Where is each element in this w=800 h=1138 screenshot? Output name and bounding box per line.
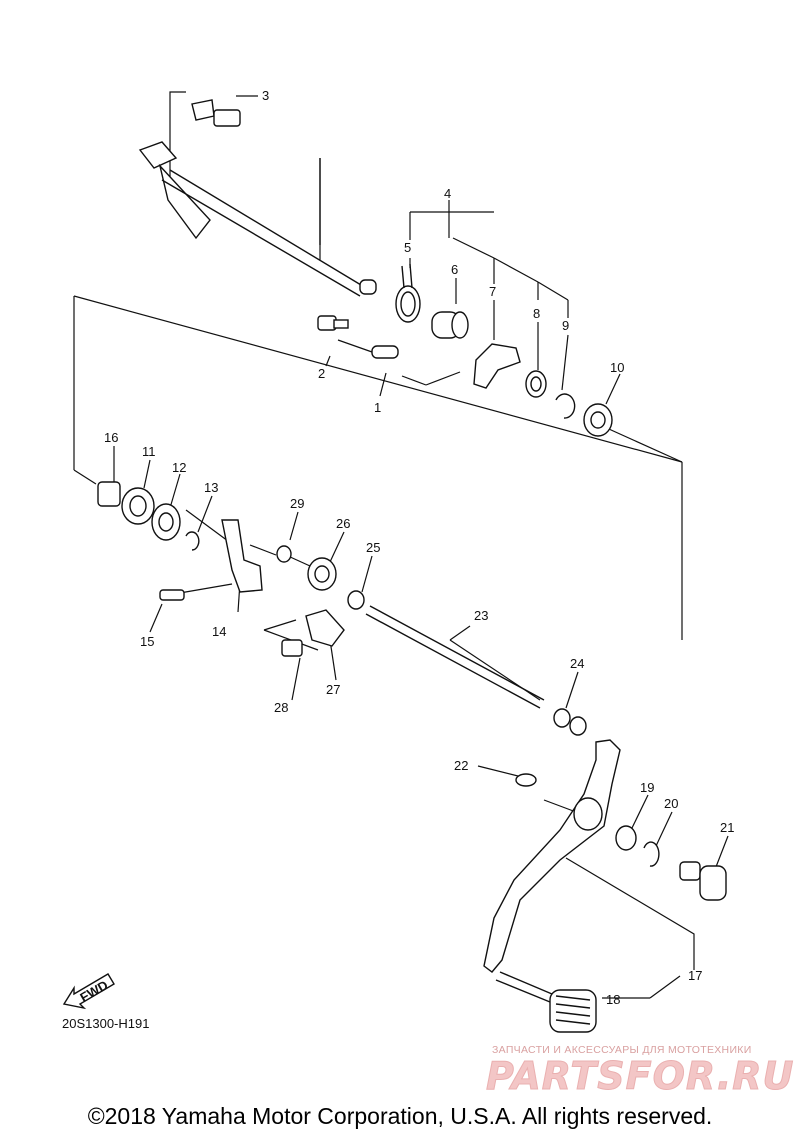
part-label-18: 18 bbox=[606, 992, 620, 1007]
part-label-17: 17 bbox=[688, 968, 702, 983]
part-label-25: 25 bbox=[366, 540, 380, 555]
part-label-16: 16 bbox=[104, 430, 118, 445]
part-shapes bbox=[97, 99, 727, 1033]
part-label-10: 10 bbox=[610, 360, 624, 375]
part-label-9: 9 bbox=[562, 318, 569, 333]
part-number-labels: 1 2 3 4 5 6 7 8 9 10 11 12 13 14 15 16 1… bbox=[104, 88, 734, 1007]
part-label-20: 20 bbox=[664, 796, 678, 811]
part-label-26: 26 bbox=[336, 516, 350, 531]
diagram-code: 20S1300-H191 bbox=[62, 1016, 150, 1031]
part-label-5: 5 bbox=[404, 240, 411, 255]
part-label-11: 11 bbox=[142, 444, 156, 459]
watermark-logo: PARTSFOR.RU bbox=[485, 1054, 795, 1099]
part-label-1: 1 bbox=[374, 400, 381, 415]
part-label-13: 13 bbox=[204, 480, 218, 495]
part-label-27: 27 bbox=[326, 682, 340, 697]
part-label-22: 22 bbox=[454, 758, 468, 773]
copyright-footer: ©2018 Yamaha Motor Corporation, U.S.A. A… bbox=[87, 1103, 713, 1129]
part-label-8: 8 bbox=[533, 306, 540, 321]
part-label-6: 6 bbox=[451, 262, 458, 277]
part-label-12: 12 bbox=[172, 460, 186, 475]
watermark-subtitle: ЗАПЧАСТИ И АКСЕССУАРЫ ДЛЯ МОТОТЕХНИКИ bbox=[492, 1044, 752, 1056]
part-label-4: 4 bbox=[444, 186, 451, 201]
part-label-24: 24 bbox=[570, 656, 584, 671]
part-label-7: 7 bbox=[489, 284, 496, 299]
part-label-28: 28 bbox=[274, 700, 288, 715]
diagram-lines bbox=[73, 91, 729, 999]
part-label-21: 21 bbox=[720, 820, 734, 835]
part-label-15: 15 bbox=[140, 634, 154, 649]
part-label-3: 3 bbox=[262, 88, 269, 103]
part-label-2: 2 bbox=[318, 366, 325, 381]
part-label-29: 29 bbox=[290, 496, 304, 511]
fwd-arrow-icon: FWD bbox=[62, 973, 115, 1010]
part-label-14: 14 bbox=[212, 624, 226, 639]
part-label-19: 19 bbox=[640, 780, 654, 795]
part-label-23: 23 bbox=[474, 608, 488, 623]
